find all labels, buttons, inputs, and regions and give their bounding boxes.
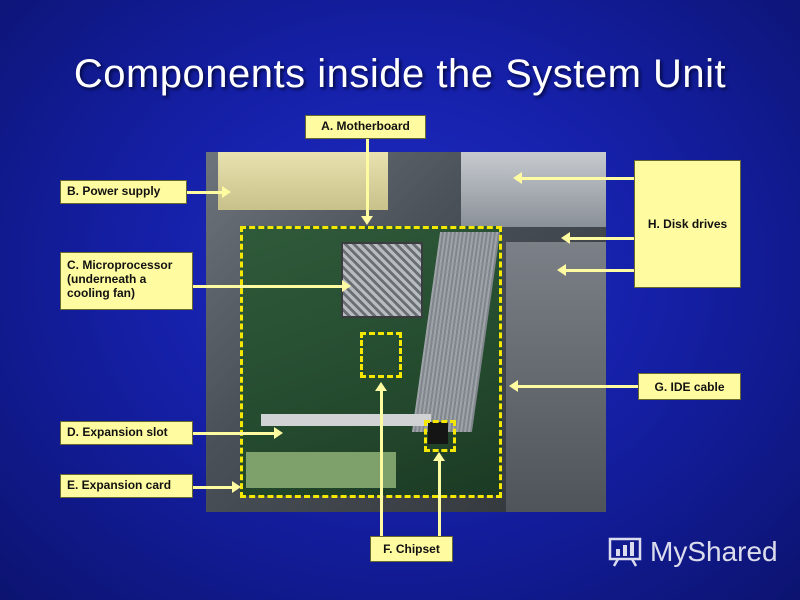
system-unit-photo	[206, 152, 606, 512]
power-supply-unit	[218, 152, 388, 210]
cpu-heatsink	[341, 242, 423, 318]
disk-drives-pointer-2	[570, 237, 634, 240]
chipset-highlight-box-1	[360, 332, 402, 378]
watermark-text: MyShared	[650, 536, 778, 567]
motherboard-arrowhead	[361, 216, 373, 225]
chipset-pointer-2	[438, 460, 441, 536]
expansion-card-area	[246, 452, 396, 488]
label-microprocessor-line1: C. Microprocessor	[67, 258, 173, 272]
chipset-highlight-box-2	[424, 420, 456, 452]
disk-drives-pointer-1	[522, 177, 634, 180]
chipset-arrowhead-2	[433, 452, 445, 461]
expansion-slot-arrowhead	[274, 427, 283, 439]
label-chipset: F. Chipset	[370, 536, 453, 562]
label-ide-cable: G. IDE cable	[638, 373, 741, 400]
ide-cable-pointer	[518, 385, 638, 388]
label-disk-drives: H. Disk drives	[634, 160, 741, 288]
chipset-pointer-1	[380, 390, 383, 536]
label-microprocessor-line3: cooling fan)	[67, 286, 135, 300]
drive-bays	[461, 152, 606, 227]
microprocessor-pointer	[193, 285, 343, 288]
label-power-supply: B. Power supply	[60, 180, 187, 204]
watermark: MyShared	[608, 536, 778, 568]
expansion-card-arrowhead	[232, 481, 241, 493]
chipset-chip	[428, 422, 448, 444]
chipset-arrowhead-1	[375, 382, 387, 391]
microprocessor-arrowhead	[342, 280, 351, 292]
expansion-card-pointer	[193, 486, 233, 489]
presentation-board-icon	[608, 537, 642, 567]
disk-drives-arrowhead-3	[557, 264, 566, 276]
power-supply-pointer	[187, 191, 223, 194]
disk-drives-arrowhead-1	[513, 172, 522, 184]
ide-cable-arrowhead	[509, 380, 518, 392]
disk-drives-pointer-3	[566, 269, 634, 272]
power-supply-arrowhead	[222, 186, 231, 198]
label-microprocessor: C. Microprocessor (underneath a cooling …	[60, 252, 193, 310]
expansion-slot-area	[261, 414, 431, 426]
disk-drives-arrowhead-2	[561, 232, 570, 244]
expansion-slot-pointer	[193, 432, 275, 435]
slide-title: Components inside the System Unit	[73, 52, 727, 96]
label-expansion-slot: D. Expansion slot	[60, 421, 193, 445]
motherboard-pointer	[366, 139, 369, 219]
label-microprocessor-line2: (underneath a	[67, 272, 147, 286]
label-motherboard: A. Motherboard	[305, 115, 426, 139]
motherboard-highlight-box	[240, 226, 502, 498]
drive-cage	[506, 242, 606, 512]
label-expansion-card: E. Expansion card	[60, 474, 193, 498]
